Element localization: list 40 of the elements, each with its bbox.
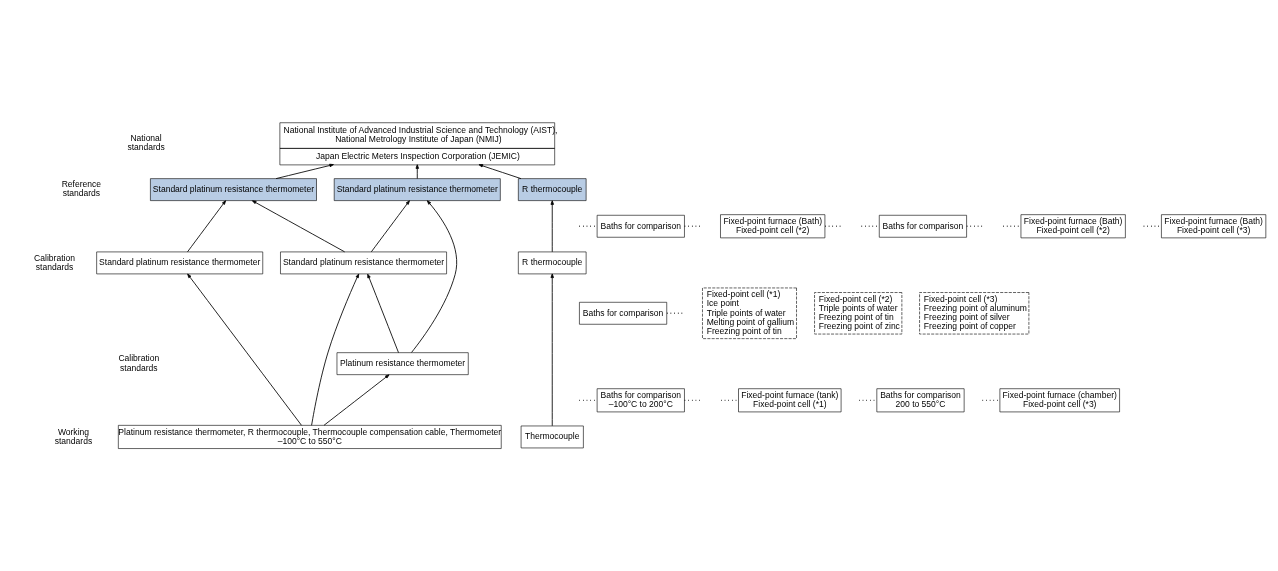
- node-box: Fixed-point furnace (Bath) Fixed-point cell (*2): [1020, 214, 1126, 239]
- label: Calibration standards: [34, 252, 75, 272]
- arrow: [311, 273, 360, 426]
- node-box: Standard platinum resistance thermometer: [150, 178, 317, 201]
- node-box: Fixed-point cell (*2) Triple points of water Freezing point of tin Freezing point of zinc: [814, 292, 903, 335]
- node-box: Baths for comparison 200 to 550°C: [876, 388, 965, 413]
- label: Working standards: [54, 426, 93, 446]
- arrow: [411, 200, 458, 353]
- arrow: [187, 273, 302, 426]
- node-box: Baths for comparison: [579, 302, 668, 325]
- label: Reference standards: [61, 179, 102, 199]
- node-box: Thermocouple: [520, 425, 584, 449]
- arrow: [251, 200, 346, 253]
- node-box: Platinum resistance thermometer, R thermocouple, Thermocouple compensation cable, Thermometer –100°C to 550°C: [118, 425, 502, 449]
- arrow: [478, 164, 522, 180]
- node-box: Fixed-point furnace (chamber) Fixed-point cell (*3): [999, 388, 1120, 413]
- arrow: [550, 273, 554, 427]
- arrow: [323, 374, 390, 426]
- arrow: [275, 163, 334, 180]
- arrow: [367, 273, 399, 353]
- node-box: Baths for comparison: [878, 214, 967, 238]
- arrow: [415, 164, 419, 180]
- node-box: Platinum resistance thermometer: [336, 352, 469, 375]
- label: National standards: [127, 133, 165, 153]
- node-box: Fixed-point furnace (tank) Fixed-point cell (*1): [738, 388, 842, 413]
- node-box: R thermocouple: [518, 251, 587, 275]
- node-box: R thermocouple: [518, 178, 587, 201]
- node-box: Standard platinum resistance thermometer: [333, 178, 501, 201]
- node-box: Fixed-point cell (*3) Freezing point of aluminum Freezing point of silver Freezing point of copper: [919, 292, 1030, 335]
- node-box: Fixed-point cell (*1) Ice point Triple points of water Melting point of gallium Freezing point of tin: [702, 287, 797, 339]
- node-box: Standard platinum resistance thermometer: [280, 251, 447, 275]
- arrow: [370, 200, 410, 253]
- node-box: Baths for comparison: [596, 214, 685, 238]
- label: Calibration standards: [118, 353, 160, 373]
- node-box: Fixed-point furnace (Bath) Fixed-point cell (*2): [720, 214, 826, 239]
- node-box: Standard platinum resistance thermometer: [96, 251, 264, 275]
- node-box: Fixed-point furnace (Bath) Fixed-point cell (*3): [1161, 214, 1267, 239]
- arrow: [550, 200, 554, 253]
- arrow: [187, 200, 227, 253]
- node-box: Baths for comparison –100°C to 200°C: [596, 388, 685, 413]
